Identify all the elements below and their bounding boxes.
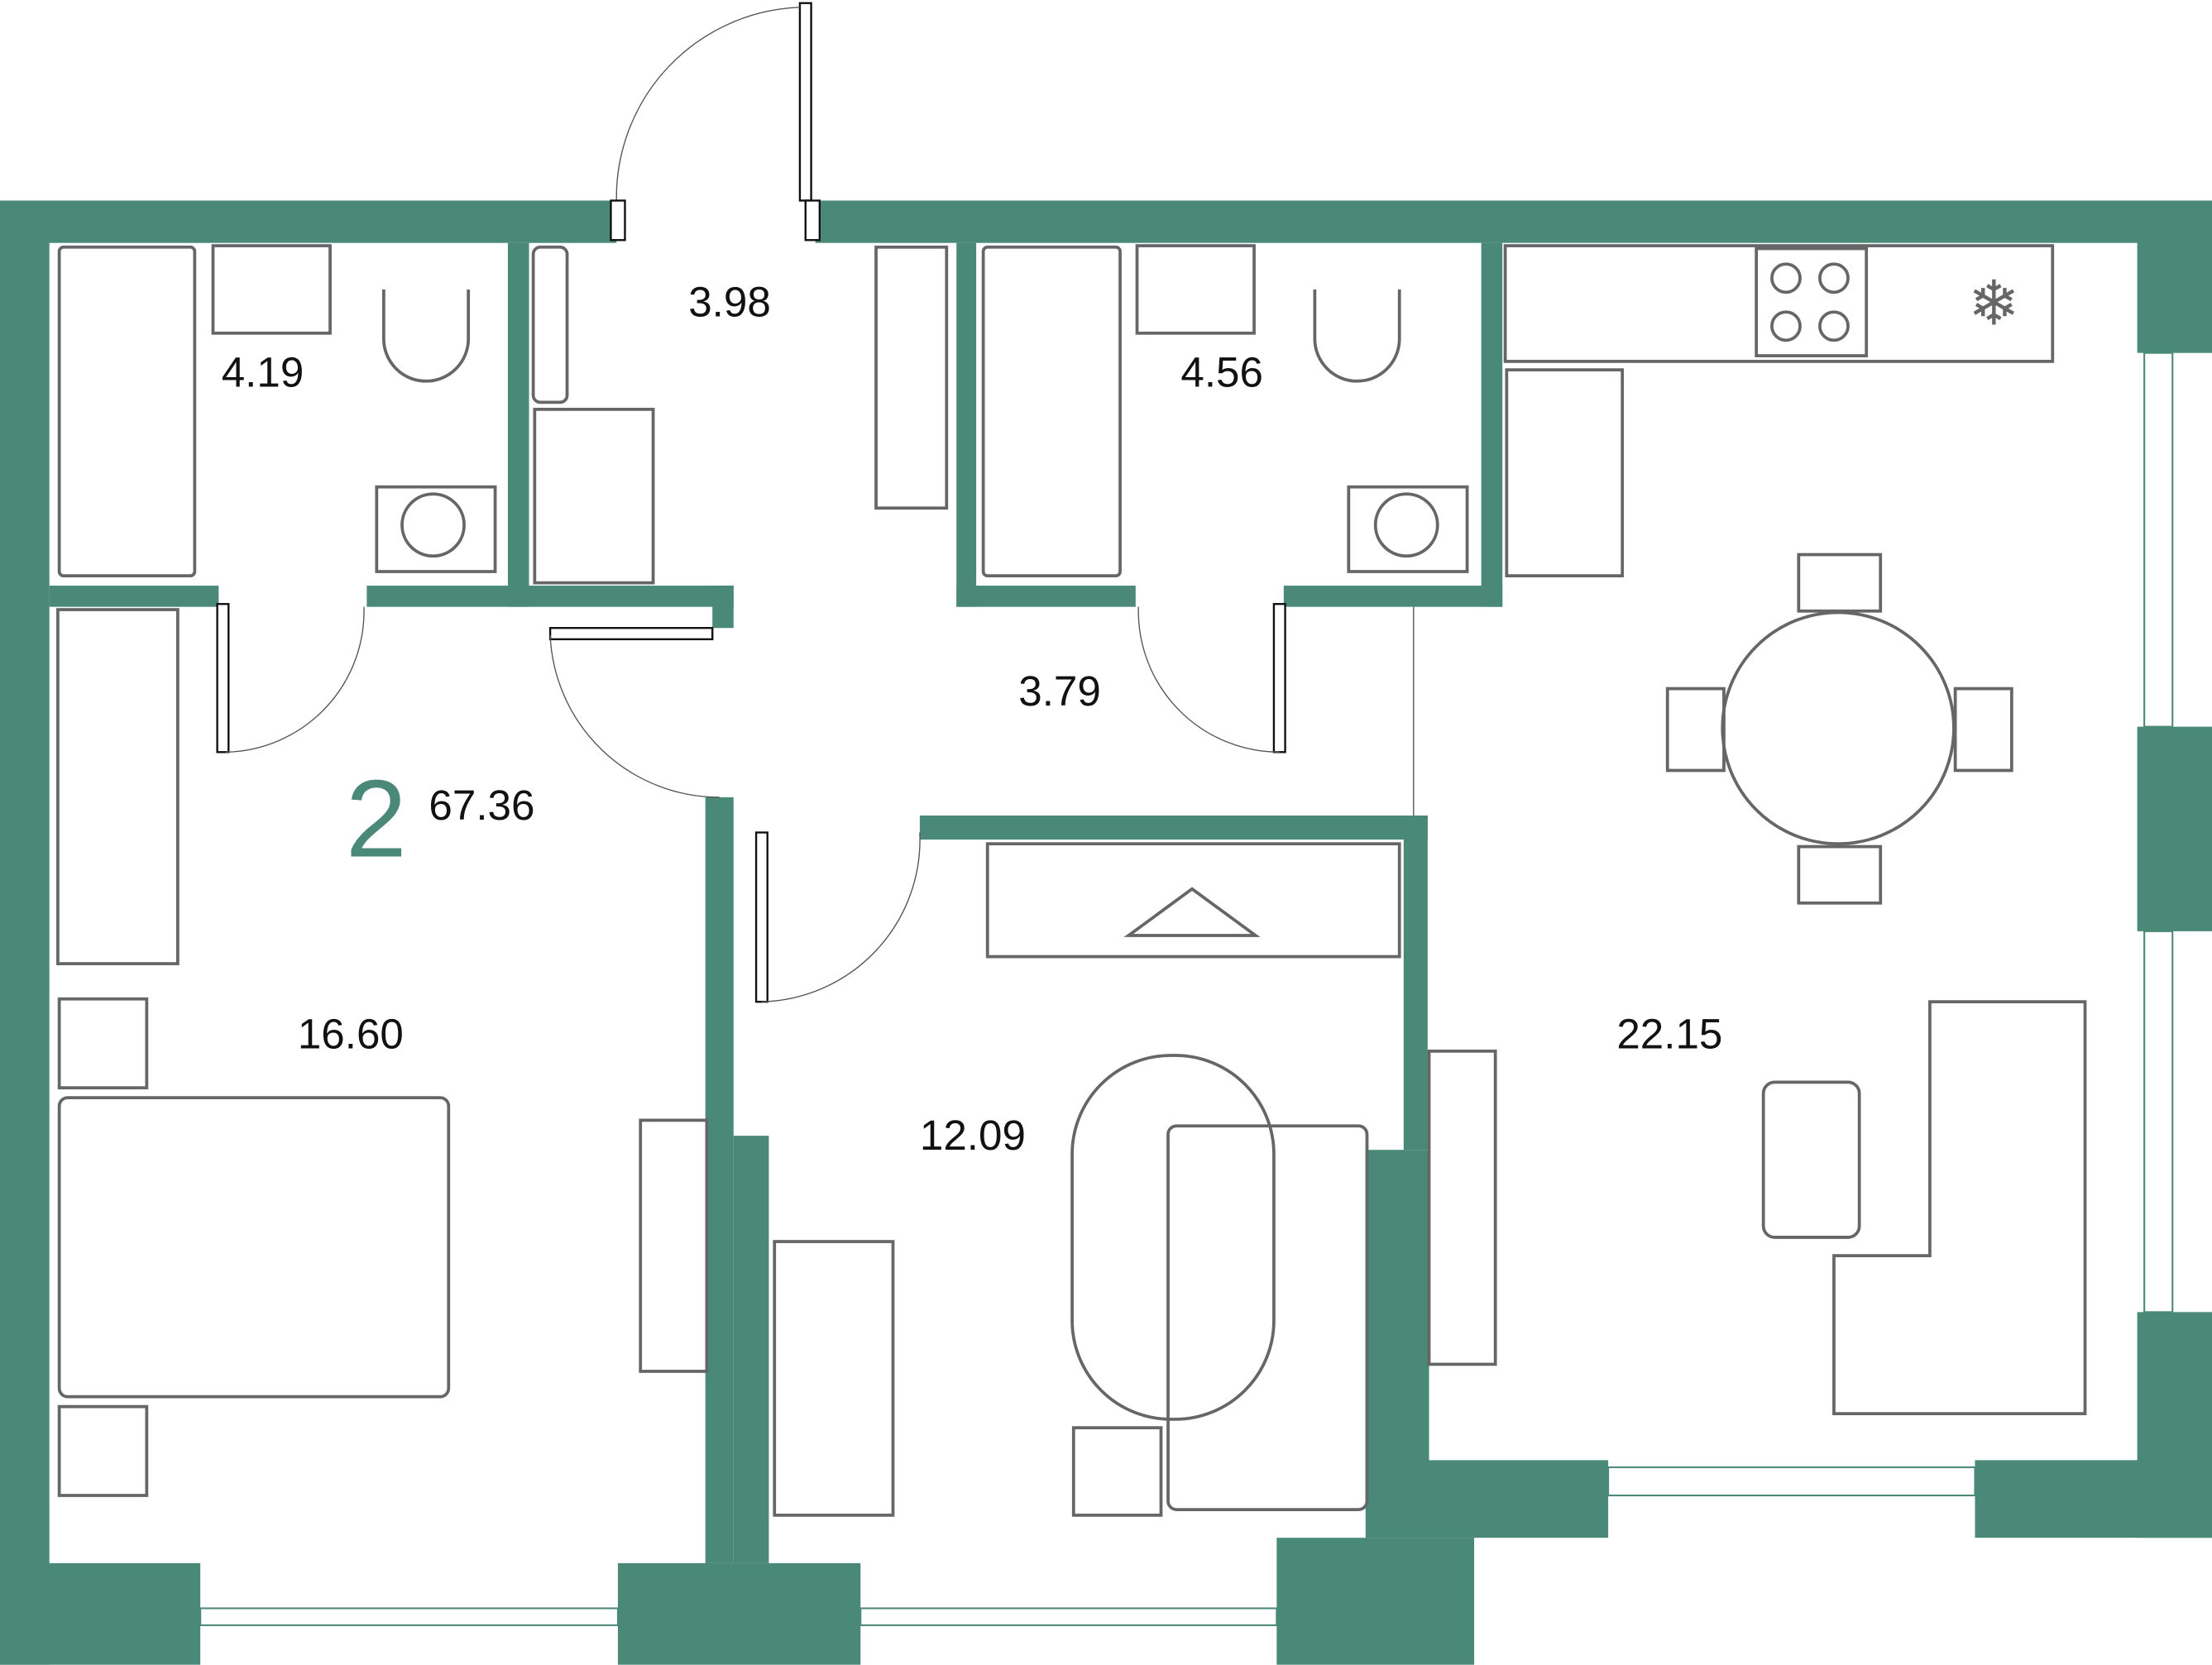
- windows: [199, 352, 2174, 1626]
- nightstand-1: [57, 997, 149, 1090]
- room-count: 2: [346, 758, 407, 880]
- area-entrance-hall: 3.98: [688, 278, 771, 325]
- washer-1: [375, 485, 497, 573]
- kitchen-counter: [1503, 244, 2055, 363]
- nightstand-2: [57, 1404, 149, 1497]
- bathtub-2: [981, 245, 1122, 578]
- bathtub-1: [57, 245, 197, 578]
- towel-rail-1: [531, 245, 569, 404]
- furniture: ❄: [56, 244, 2087, 1517]
- washer-2: [1347, 485, 1469, 573]
- rug: [1070, 1054, 1276, 1421]
- area-bathroom-1: 4.19: [222, 349, 304, 396]
- wardrobe-room: [985, 842, 1401, 959]
- sink-1: [211, 244, 332, 335]
- area-bathroom-2: 4.56: [1180, 349, 1263, 396]
- wardrobe-bedroom: [56, 608, 180, 965]
- area-bedroom: 16.60: [298, 1010, 404, 1057]
- walls: [0, 200, 2212, 1665]
- toilet-1: [381, 289, 471, 383]
- nightstand-3: [1071, 1426, 1163, 1517]
- area-kitchen-living: 22.15: [1616, 1010, 1722, 1057]
- doors: [216, 2, 1415, 1003]
- dining-table: [1721, 610, 1956, 846]
- labels: 2 67.36 4.19 3.98 4.56 3.79 16.60 12.09 …: [222, 278, 1723, 1159]
- area-room: 12.09: [920, 1112, 1026, 1159]
- shelf-hall: [874, 245, 949, 510]
- desk: [773, 1240, 895, 1517]
- fridge-icon: ❄: [1968, 267, 2020, 340]
- stove: [1755, 246, 1869, 357]
- bed: [57, 1096, 451, 1399]
- sink-2: [1135, 244, 1256, 335]
- tv-bedroom: [639, 1118, 709, 1373]
- wardrobe-hall: [533, 408, 655, 585]
- sofa: [1832, 1000, 2087, 1415]
- total-area: 67.36: [429, 782, 534, 829]
- kitchen-sink: [1505, 368, 1625, 578]
- bed-room: [1166, 1124, 1369, 1511]
- tv-living: [1427, 1049, 1497, 1366]
- coffee-table: [1761, 1080, 1861, 1239]
- toilet-2: [1313, 289, 1401, 383]
- area-corridor: 3.79: [1018, 667, 1101, 715]
